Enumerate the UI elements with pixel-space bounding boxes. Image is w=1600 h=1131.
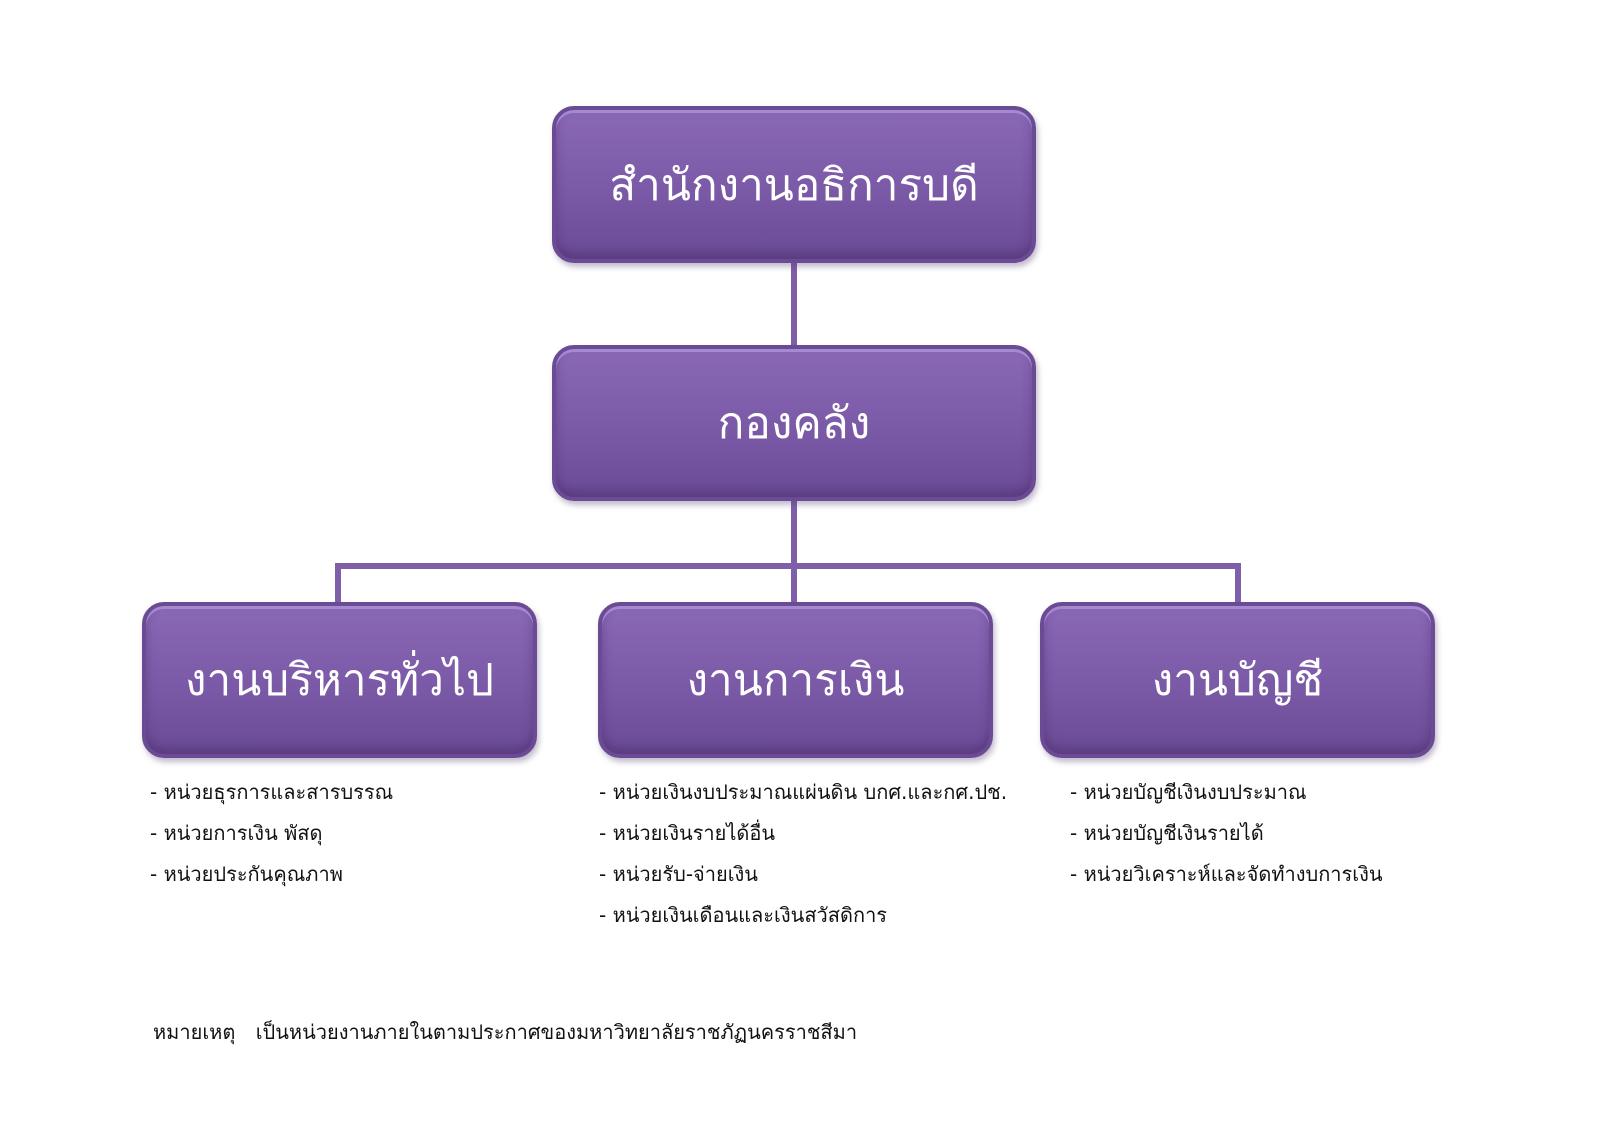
general-admin-units: - หน่วยธุรการและสารบรรณ - หน่วยการเงิน พ… xyxy=(150,772,393,895)
node-finance: งานการเงิน xyxy=(598,602,993,758)
connector-top-middle xyxy=(791,260,797,348)
footnote-text: เป็นหน่วยงานภายในตามประกาศของมหาวิทยาลัย… xyxy=(255,1020,858,1044)
list-item: - หน่วยเงินรายได้อื่น xyxy=(599,821,776,845)
footnote-label: หมายเหตุ xyxy=(153,1020,236,1044)
list-item: - หน่วยบัญชีเงินงบประมาณ xyxy=(1070,780,1307,804)
node-label: งานบริหารทั่วไป xyxy=(185,655,494,706)
node-label: กองคลัง xyxy=(717,398,871,449)
list-item: - หน่วยการเงิน พัสดุ xyxy=(150,821,323,845)
connector-middle-down xyxy=(791,498,797,604)
node-general-admin: งานบริหารทั่วไป xyxy=(142,602,537,758)
finance-units: - หน่วยเงินงบประมาณแผ่นดิน บกศ.และกศ.ปช.… xyxy=(599,772,1007,936)
connector-left xyxy=(335,563,341,604)
connector-horizontal xyxy=(335,563,1241,569)
list-item: - หน่วยเงินงบประมาณแผ่นดิน บกศ.และกศ.ปช. xyxy=(599,780,1008,804)
list-item: - หน่วยบัญชีเงินรายได้ xyxy=(1070,821,1264,845)
list-item: - หน่วยรับ-จ่ายเงิน xyxy=(599,862,758,886)
node-finance-division: กองคลัง xyxy=(552,345,1036,501)
list-item: - หน่วยวิเคราะห์และจัดทำงบการเงิน xyxy=(1070,862,1383,886)
accounting-units: - หน่วยบัญชีเงินงบประมาณ - หน่วยบัญชีเงิ… xyxy=(1070,772,1383,895)
footnote: หมายเหตุ เป็นหน่วยงานภายในตามประกาศของมห… xyxy=(153,1016,871,1048)
node-accounting: งานบัญชี xyxy=(1040,602,1435,758)
node-label: สำนักงานอธิการบดี xyxy=(609,159,979,211)
node-label: งานการเงิน xyxy=(686,655,905,706)
list-item: - หน่วยเงินเดือนและเงินสวัสดิการ xyxy=(599,903,888,927)
list-item: - หน่วยประกันคุณภาพ xyxy=(150,862,343,886)
node-label: งานบัญชี xyxy=(1151,655,1324,706)
connector-right xyxy=(1235,563,1241,604)
list-item: - หน่วยธุรการและสารบรรณ xyxy=(150,780,394,804)
node-president-office: สำนักงานอธิการบดี xyxy=(552,106,1036,263)
